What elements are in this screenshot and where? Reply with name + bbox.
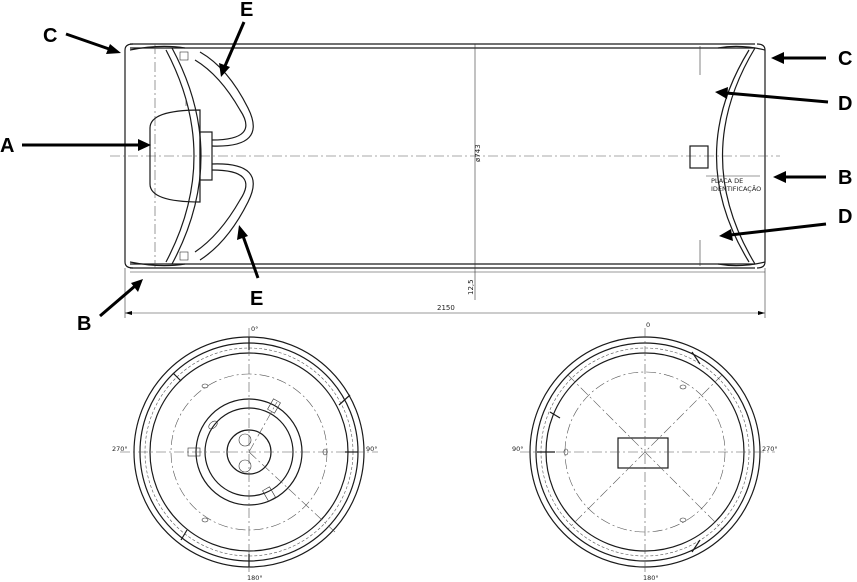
- left-support-diag-1: [172, 372, 182, 382]
- left-small-hole-2: [201, 517, 209, 523]
- callout-d-bottom-label: D: [838, 206, 852, 228]
- nameplate-label-line2: IDENTIFICAÇÃO: [711, 184, 761, 193]
- right-small-hole-3: [563, 448, 569, 456]
- left-nozzle-1: [267, 398, 281, 414]
- callout-a-arrowhead: [138, 139, 151, 151]
- right-small-hole-1: [679, 384, 687, 390]
- left-inner-head-curve: [171, 47, 202, 265]
- left-diagonal-centerline: [248, 451, 336, 533]
- callout-e-top-arrow: [223, 21, 246, 67]
- callout-b-left-arrow: [99, 284, 136, 318]
- callout-b-left-label: B: [77, 313, 91, 335]
- callout-e-bottom-label: E: [250, 288, 263, 310]
- callout-d-top-label: D: [838, 93, 852, 115]
- diameter-label: ø743: [474, 144, 482, 162]
- nameplate-label-line1: PLACA DE: [711, 177, 743, 185]
- length-label: 2150: [437, 304, 455, 312]
- callout-b-left-arrowhead: [131, 279, 143, 292]
- left-lug-1: [208, 420, 218, 430]
- callout-b-right-label: B: [838, 167, 852, 189]
- right-top-knuckle: [717, 45, 766, 51]
- right-support-diag-1: [691, 351, 701, 365]
- left-coil-port-lower: [238, 459, 252, 473]
- manway-dome: [149, 109, 201, 203]
- left-diagonal-centerline-2: [248, 401, 278, 453]
- right-angle-top: 0: [646, 321, 650, 329]
- left-angle-bottom: 180°: [247, 574, 263, 582]
- right-nameplate-box: [617, 437, 669, 469]
- callouts: C C A E E D B D B: [0, 0, 852, 335]
- coil-nozzle-top: [179, 51, 189, 61]
- manway-flange: [199, 131, 213, 181]
- left-end-view: 0° 90° 180° 270°: [112, 325, 378, 582]
- callout-e-top-label: E: [240, 0, 253, 21]
- left-support-diag-3: [338, 394, 351, 406]
- right-bottom-corner: [756, 261, 766, 269]
- callout-e-top-arrowhead: [219, 63, 230, 77]
- callout-d-bottom-arrowhead: [719, 229, 733, 241]
- coil-upper-inner: [199, 51, 254, 147]
- callout-a-label: A: [0, 135, 14, 157]
- nameplate-box: [689, 145, 709, 169]
- coil-lower-inner: [199, 163, 254, 261]
- left-bottom-corner: [124, 261, 134, 269]
- left-coil-port-upper: [238, 433, 252, 447]
- callout-c-right-arrowhead: [771, 52, 784, 64]
- callout-c-left-arrow: [65, 32, 113, 52]
- left-angle-top: 0°: [251, 325, 258, 333]
- coil-upper-outer: [194, 59, 247, 141]
- offset-label: 12,5: [467, 279, 475, 295]
- right-diagonal-centerline-2: [567, 374, 723, 530]
- left-top-corner: [124, 43, 134, 51]
- right-angle-right: 270°: [762, 445, 778, 453]
- length-arrow-right: [758, 311, 765, 315]
- callout-e-bottom-arrow: [241, 235, 260, 279]
- left-angle-right: 90°: [366, 445, 378, 453]
- side-view: PLACA DE IDENTIFICAÇÃO ø743 12,5 2150: [110, 43, 780, 318]
- left-small-hole-3: [322, 448, 328, 456]
- left-inner-head-curve-2: [165, 49, 195, 263]
- right-support-diag-3: [549, 411, 561, 419]
- length-arrow-left: [125, 311, 132, 315]
- left-angle-left: 270°: [112, 445, 128, 453]
- callout-d-top-arrow: [725, 91, 829, 104]
- coil-nozzle-bottom: [179, 251, 189, 261]
- callout-b-right-arrowhead: [773, 171, 786, 183]
- callout-c-left-arrowhead: [106, 44, 121, 54]
- right-small-hole-2: [679, 517, 687, 523]
- left-small-hole-1: [201, 383, 209, 389]
- right-angle-left: 90°: [512, 445, 524, 453]
- left-nozzle-3: [187, 447, 201, 457]
- callout-e-bottom-arrowhead: [237, 225, 248, 240]
- callout-c-right-label: C: [838, 48, 852, 70]
- left-head-top-knuckle: [129, 45, 186, 51]
- right-support-diag-2: [691, 539, 701, 553]
- callout-d-bottom-arrow: [729, 222, 827, 237]
- right-angle-bottom: 180°: [643, 574, 659, 582]
- right-top-corner: [756, 43, 766, 51]
- right-head-curve: [721, 47, 756, 265]
- left-nozzle-2: [262, 486, 276, 502]
- callout-c-left-label: C: [43, 25, 57, 47]
- callout-d-top-arrowhead: [715, 87, 728, 99]
- left-support-diag-2: [180, 529, 188, 541]
- left-head-bottom-knuckle: [129, 261, 186, 267]
- coil-lower-outer: [194, 169, 247, 253]
- right-bottom-knuckle: [717, 261, 766, 267]
- right-end-view: 0 270° 180° 90°: [512, 321, 778, 582]
